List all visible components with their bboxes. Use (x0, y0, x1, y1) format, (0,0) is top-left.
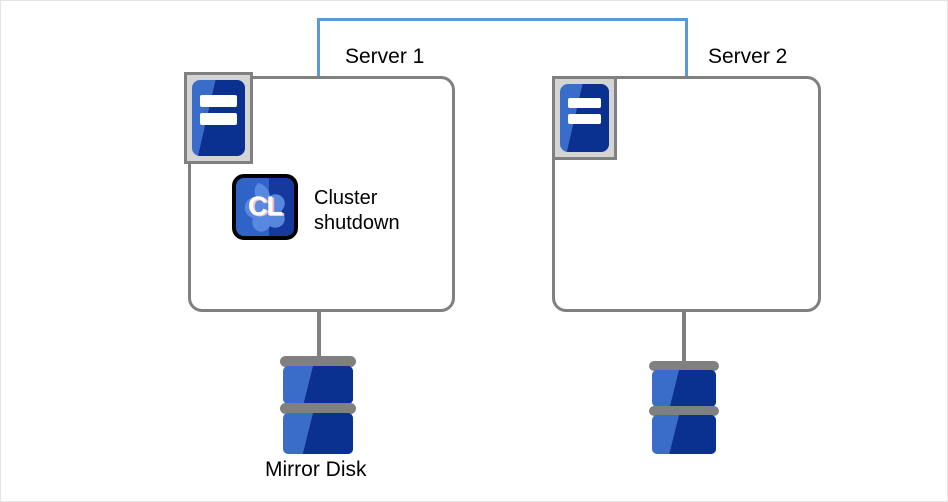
server2-label: Server 2 (708, 45, 788, 68)
server2-disk-connector (682, 310, 686, 365)
server2-box (552, 76, 821, 312)
cluster-shutdown-line2: shutdown (314, 212, 400, 234)
disk-block-lower (652, 415, 716, 454)
disk-plate-top (280, 356, 356, 367)
cluster-cl-icon[interactable]: CL (232, 174, 298, 240)
mirror-disk-label: Mirror Disk (265, 458, 367, 481)
server1-machine-icon (184, 72, 253, 164)
server-body-shape (192, 80, 245, 156)
disk-plate-top (649, 361, 719, 371)
disk-plate-middle (280, 403, 356, 414)
server-slot-bar-top (567, 97, 602, 108)
server1-label: Server 1 (345, 45, 425, 68)
server-body-shape (560, 84, 609, 152)
disk-block-upper (283, 366, 353, 404)
mirror-disk-1 (280, 356, 356, 454)
server2-machine-icon (552, 76, 617, 160)
disk-block-lower (283, 413, 353, 454)
disk-plate-middle (649, 406, 719, 416)
cl-icon-blob-shape (244, 183, 285, 232)
server-slot-bar-top (200, 95, 237, 107)
cl-icon-text: CL (248, 190, 283, 221)
disk-block-upper (652, 370, 716, 407)
interconnect-link (317, 18, 688, 77)
mirror-disk-2 (649, 361, 719, 454)
server-slot-bar-bottom (200, 113, 237, 125)
server1-disk-connector (317, 310, 321, 360)
cluster-shutdown-caption: Cluster shutdown (314, 186, 400, 236)
cluster-shutdown-line1: Cluster (314, 187, 378, 209)
server-slot-bar-bottom (567, 113, 602, 125)
